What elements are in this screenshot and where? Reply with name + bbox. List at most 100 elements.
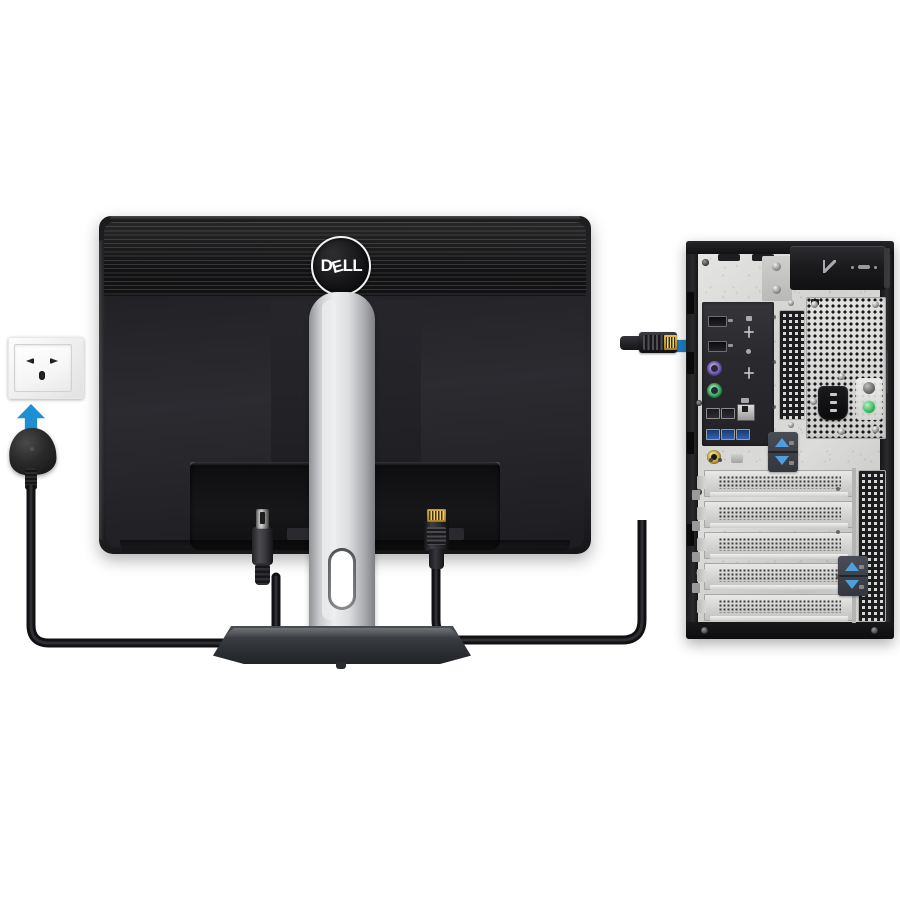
tower-lower-vent: [858, 470, 886, 622]
tower-service-button[interactable]: [731, 454, 743, 463]
iec-inlet-pin: [830, 393, 837, 396]
psu-screw: [872, 301, 879, 308]
ps2-keyboard-port-inner: [711, 365, 718, 372]
tower-top-tab: [718, 254, 740, 261]
socket-hole-earth-icon: [39, 371, 45, 380]
tower-screw: [702, 259, 709, 266]
optical-bay-icon: [823, 260, 836, 273]
usb3-port-2[interactable]: [721, 429, 735, 440]
pci-slot-tab: [697, 600, 706, 613]
psu-screw: [811, 301, 818, 308]
tower-panel-divider: [852, 468, 856, 623]
latch-divider: [768, 451, 798, 453]
latch-unlock-icon: [789, 441, 794, 445]
tower-panel-dot: [772, 405, 776, 409]
usb3-port-3[interactable]: [736, 429, 750, 440]
tower-panel-dot: [772, 315, 776, 319]
tower-rail-notch: [687, 432, 694, 454]
io-port-marking-icon: [748, 326, 750, 338]
tower-bracket-screw: [772, 262, 781, 271]
psu-screw: [838, 373, 845, 380]
monitor-stand-base-highlight: [222, 628, 462, 638]
monitor-stand-base-foot: [336, 662, 346, 669]
latch-unlock-icon: [859, 565, 864, 569]
monitor-power-connector-slot: [260, 512, 265, 524]
mains-plug-dimple: [30, 447, 34, 451]
pci-slot-clip[interactable]: [692, 583, 700, 593]
tower-video-connector-pins: [666, 337, 675, 348]
pci-slot-perforation: [719, 476, 841, 489]
dell-logo-text: DELL: [320, 256, 362, 277]
monitor-stand-highlight: [322, 300, 338, 620]
socket-hole-neutral-icon: [50, 358, 58, 364]
pci-slot-bar: [710, 492, 848, 497]
pci-slot-tab: [697, 538, 706, 551]
monitor-video-connector-pins: [429, 511, 444, 520]
latch-up-arrow-icon[interactable]: [845, 562, 859, 571]
latch-lock-icon: [859, 585, 864, 589]
tower-panel-dot: [772, 360, 776, 364]
tower-rail-notch: [687, 352, 694, 374]
pci-slot-perforation: [719, 600, 841, 613]
io-port-marking-icon: [746, 316, 752, 321]
monitor-top-edge-highlight: [110, 216, 580, 220]
pci-slot-clip[interactable]: [692, 552, 700, 562]
monitor-power-connector-body: [252, 527, 273, 565]
latch-lock-icon: [789, 461, 794, 465]
psu-screw: [872, 426, 879, 433]
dell-logo-badge: DELL: [311, 236, 371, 296]
scene-title: Dell monitor to desktop tower cable conn…: [0, 0, 1, 1]
monitor-left-edge-highlight: [99, 240, 104, 540]
tower-vent-screw: [788, 422, 794, 428]
ethernet-port-slot: [742, 406, 748, 412]
monitor-stand-base: [213, 626, 471, 664]
pci-expansion-slot-area: [692, 468, 854, 623]
monitor-video-cable-boot: [429, 549, 444, 569]
psu-screw: [810, 398, 817, 405]
tower-panel-dot: [836, 530, 840, 534]
latch-down-arrow-icon[interactable]: [775, 456, 789, 465]
io-port-marking-icon: [746, 349, 751, 354]
socket-hole-live-icon: [26, 358, 34, 364]
iec-inlet-pin: [830, 409, 837, 412]
tower-optical-bay-panel: [790, 246, 886, 290]
tower-screw: [871, 627, 878, 634]
tower-indicator-led: [718, 458, 722, 462]
psu-self-test-button[interactable]: [863, 382, 875, 394]
io-port-marking-icon: [748, 367, 750, 379]
pci-slot-perforation: [719, 507, 841, 520]
tower-panel-dot: [836, 487, 840, 491]
pci-slot-clip[interactable]: [692, 521, 700, 531]
tower-video-connector-grip: [643, 335, 665, 350]
wall-socket-face: [14, 344, 72, 392]
pci-slot-tab: [697, 507, 706, 520]
tower-panel-dot: [836, 575, 840, 579]
pci-slot-perforation: [719, 538, 841, 551]
io-port-marking-icon: [741, 398, 749, 403]
ethernet-port[interactable]: [737, 404, 755, 421]
usb2-port-1[interactable]: [706, 408, 720, 419]
tower-vent-column: [779, 310, 805, 420]
tower-screw: [701, 627, 708, 634]
tower-bracket-screw: [772, 285, 781, 294]
monitor-power-cable-strain-relief: [255, 563, 270, 585]
pci-slot-bar: [710, 523, 848, 528]
displayport-2-port[interactable]: [708, 341, 727, 352]
latch-down-arrow-icon[interactable]: [845, 580, 859, 589]
tower-screw: [696, 400, 702, 406]
monitor-bay-slot-left: [287, 528, 313, 540]
optical-bay-indicator: [874, 266, 877, 269]
monitor-video-connector-grip: [427, 527, 446, 545]
pci-slot-bar: [710, 554, 848, 559]
tower-optical-bay-edge: [884, 248, 890, 288]
tower-indicator-led: [709, 458, 713, 462]
pci-slot-clip[interactable]: [692, 490, 700, 500]
tower-rail-notch: [687, 292, 694, 314]
usb3-port-1[interactable]: [706, 429, 720, 440]
latch-up-arrow-icon[interactable]: [775, 438, 789, 447]
tower-video-cable-boot: [620, 336, 641, 350]
optical-bay-indicator: [858, 265, 870, 269]
usb2-port-2[interactable]: [721, 408, 735, 419]
iec-inlet-pin: [830, 401, 837, 404]
displayport-1-port[interactable]: [708, 316, 727, 327]
